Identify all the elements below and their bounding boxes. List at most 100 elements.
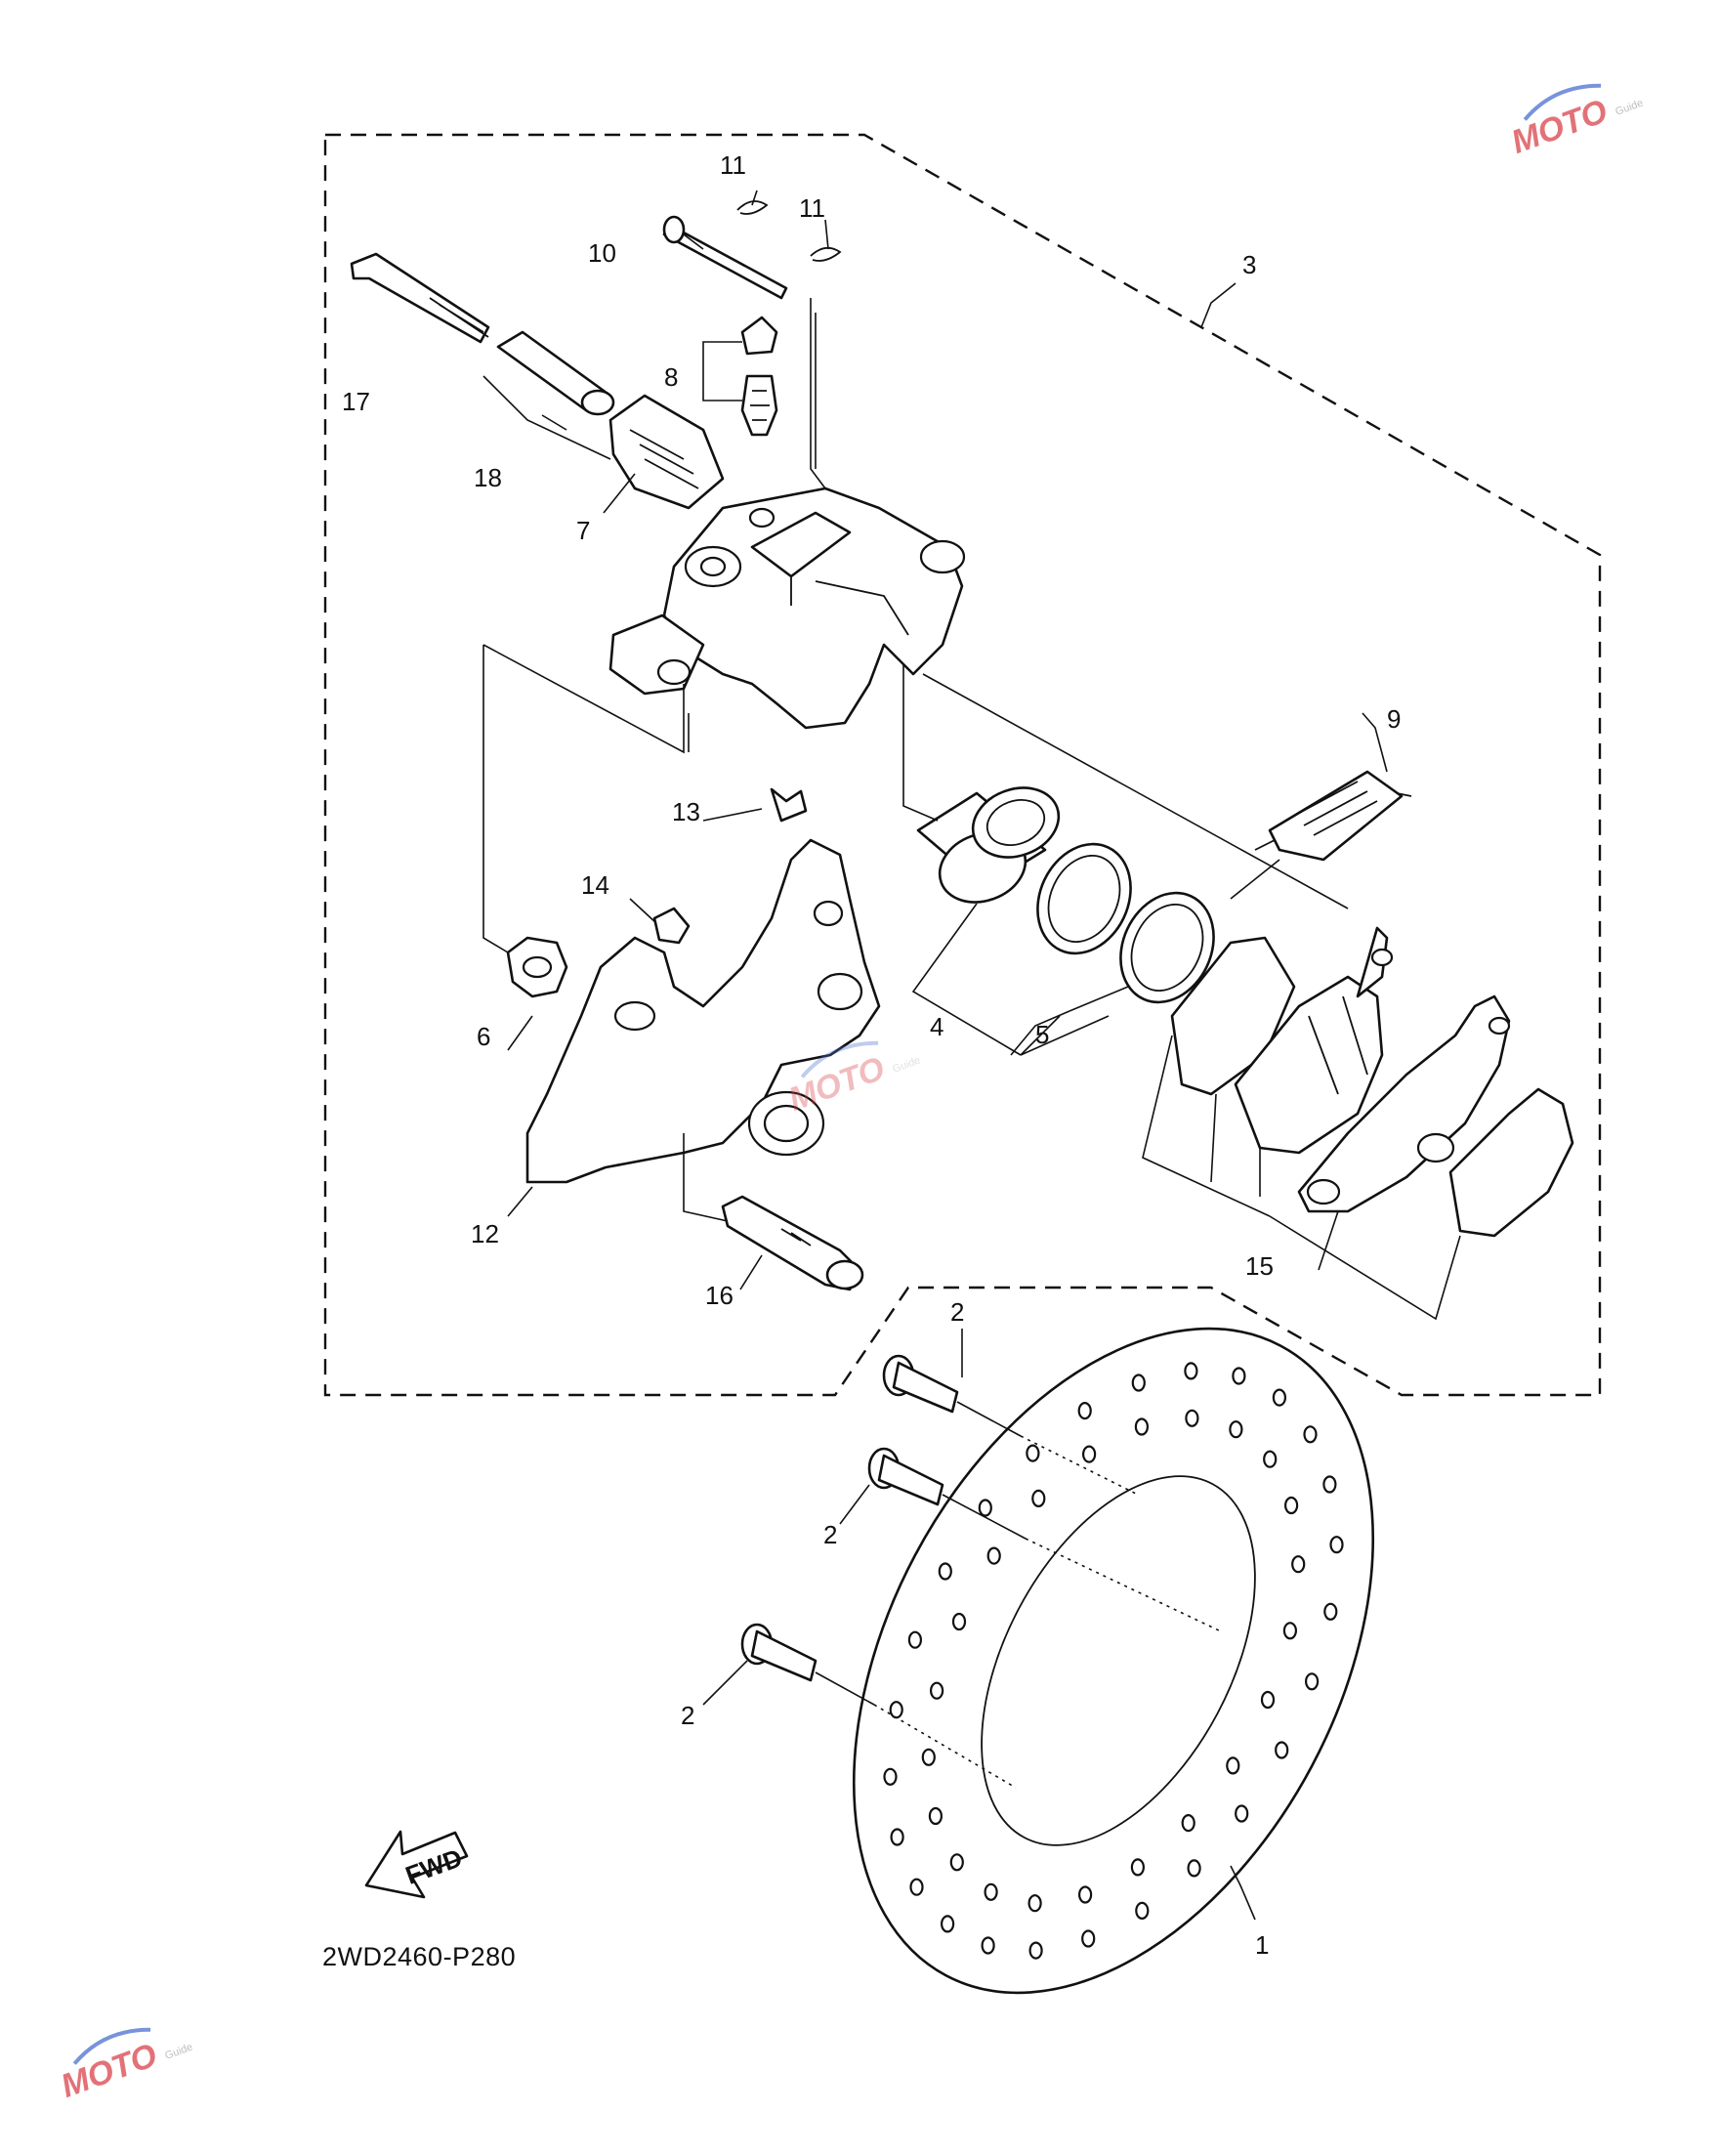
disc-hole [1263,1450,1278,1468]
disc-hole [929,1681,944,1700]
disc-hole [1323,1602,1338,1621]
callout-14: 14 [581,870,609,900]
slide-pin [721,1195,864,1291]
disc-holes [883,1362,1344,1960]
callout-16: 16 [705,1281,734,1310]
callout-10: 10 [588,238,616,268]
bleed-screw [740,316,778,437]
watermark-logo-text: MOTO [56,2037,161,2105]
disc-hole [1185,1409,1199,1427]
pad-pin [662,215,788,300]
disc-hole [1232,1367,1246,1385]
slide-sleeve [496,330,615,416]
disc-hole [1181,1813,1195,1833]
disc-hole [978,1499,992,1517]
disc-hole [889,1701,903,1719]
watermark-logo-text: MOTO [1506,93,1612,161]
disc-hole [1028,1941,1043,1960]
disc-hole [949,1853,964,1872]
callout-2-top: 2 [950,1297,964,1327]
callout-6: 6 [477,1022,490,1051]
callout-11-right: 11 [799,193,825,223]
leader-lines [482,190,1461,1921]
disc-hole [1026,1444,1040,1462]
disc-hole [938,1562,952,1581]
disc-hole [1134,1417,1150,1436]
bracket-clip-13 [770,787,808,823]
callout-1: 1 [1255,1930,1269,1960]
callout-18: 18 [474,463,502,492]
disc-hole [1081,1445,1097,1463]
callout-8: 8 [664,362,678,392]
callout-9: 9 [1387,704,1401,734]
disc-hole [1304,1672,1320,1691]
callout-7: 7 [576,516,590,545]
callout-numbers: 1 2 2 2 3 4 5 6 7 8 9 10 11 11 12 13 14 … [342,150,1401,1960]
disc-hole [1282,1622,1298,1640]
disc-bolt-bottom [740,1623,818,1682]
disc-hole [1187,1859,1201,1878]
disc-bolt-top [882,1354,959,1414]
disc-hole [1077,1885,1093,1904]
disc-hole [907,1630,923,1649]
disc-hole [986,1546,1001,1565]
callout-4: 4 [930,1012,943,1041]
disc-hole [984,1882,998,1901]
disc-hole [909,1878,924,1896]
watermark-top-right: MOTO Guide [1506,83,1645,161]
dust-boot [608,394,725,510]
caliper-body [608,486,966,730]
disc-hole [928,1806,943,1826]
callout-2-bottom: 2 [681,1701,694,1730]
part-code: 2WD2460-P280 [322,1942,516,1971]
caliper-bolt [350,252,490,344]
disc-hole [890,1828,904,1846]
disc-hole [1077,1401,1092,1420]
pad-spring [1254,770,1412,862]
pin-clips [736,200,842,262]
bracket-clip-14 [652,907,691,945]
disc-hole [1322,1475,1337,1494]
disc-hole [981,1936,995,1955]
disc-hole [1303,1425,1318,1444]
callout-11-left: 11 [720,150,746,180]
disc-hole [1283,1496,1299,1515]
brake-pad-kit [1170,926,1574,1238]
slider-boot [506,936,568,998]
disc-hole [1291,1555,1306,1574]
disc-hole [1329,1536,1344,1554]
disc-bolt-middle [867,1447,944,1506]
disc-hole [1226,1756,1240,1775]
disc-hole [1131,1374,1146,1392]
fwd-arrow: FWD [364,1830,469,1899]
callout-5: 5 [1035,1020,1049,1049]
piston-seals [1036,842,1215,1004]
disc-hole [1027,1894,1042,1913]
disc-hole [951,1612,967,1631]
callout-13: 13 [672,797,700,826]
disc-hole [1260,1690,1276,1710]
disc-hole [1275,1741,1289,1759]
watermark-sub-text: Guide [891,1055,922,1076]
disc-hole [1081,1929,1096,1948]
disc-hole [1229,1420,1243,1439]
disc-hole [1272,1388,1287,1407]
bolt-alignment-lines [815,1401,1222,1789]
callout-15: 15 [1245,1251,1274,1281]
disc-hole [1031,1489,1046,1508]
disc-hole [1135,1901,1150,1921]
disc-hole [921,1748,936,1766]
callout-12: 12 [471,1219,499,1248]
callout-3: 3 [1242,250,1256,279]
caliper-piston [916,786,1061,904]
callout-17: 17 [342,387,370,416]
disc-hole [1184,1362,1198,1380]
disc-hole [1235,1804,1249,1823]
callout-2-middle: 2 [823,1520,837,1549]
watermark-bottom-left: MOTO Guide [56,2027,194,2105]
disc-hole [940,1915,955,1933]
watermark-sub-text: Guide [163,2042,194,2062]
caliper-assembly-boundary [323,133,1602,1397]
disc-hole [883,1767,898,1786]
